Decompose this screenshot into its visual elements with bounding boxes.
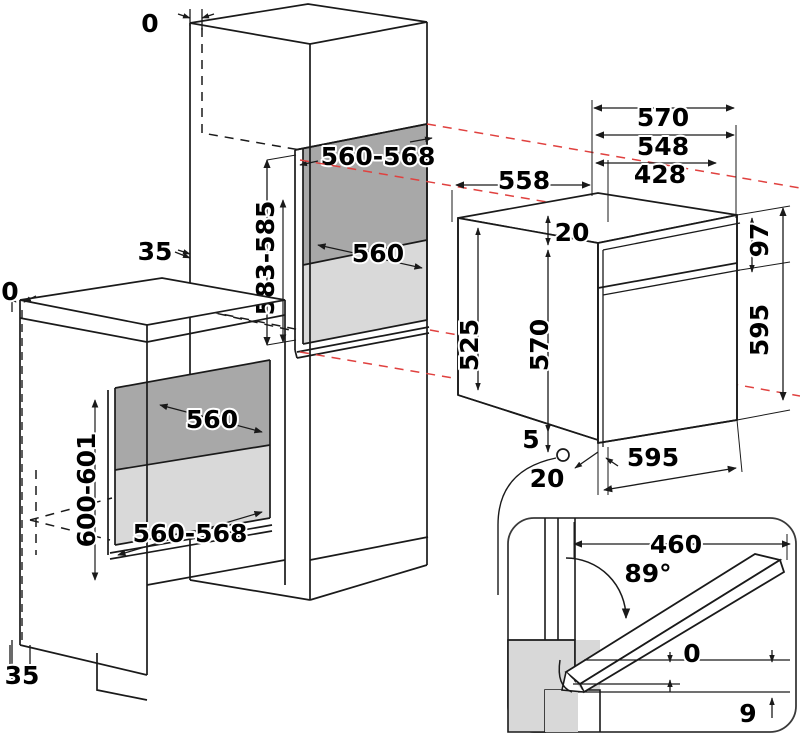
under-worktop-front-bot — [19, 317, 148, 343]
label-35-mid: 35 — [138, 237, 173, 266]
label-9-door: 9 — [739, 699, 756, 728]
label-460: 460 — [650, 530, 702, 559]
detail-door-slab-edge — [578, 558, 786, 694]
under-plinth-top — [146, 559, 286, 586]
oven-left-bottom — [457, 394, 599, 441]
tall-niche-top-edge — [294, 123, 428, 151]
oven-door-bottom-edge — [597, 419, 738, 444]
under-cabinet-bottom-left — [19, 644, 148, 676]
detail-door-hinge-tip — [561, 671, 585, 693]
oven-door-front — [597, 213, 738, 445]
detail-angle-arc — [565, 557, 631, 620]
label-428: 428 — [634, 160, 686, 189]
dim-595-ext-bot — [736, 409, 791, 421]
dim-595-bot-ext — [736, 419, 743, 473]
tall-cabinet-bottom-left — [189, 579, 311, 601]
dim-35-arrow — [174, 251, 191, 259]
label-600-601: 600-601 — [72, 433, 101, 548]
view-door-detail: 460 89° 0 9 — [507, 517, 797, 733]
under-plinth-recess — [96, 653, 148, 701]
label-595-bottom: 595 — [627, 443, 679, 472]
dim-560-depth — [317, 243, 423, 270]
label-558: 558 — [498, 166, 550, 195]
oven-fixing-hole-icon — [556, 448, 570, 462]
dim-zero-arrow-right — [201, 13, 215, 19]
tall-cabinet-hidden-upper — [201, 28, 301, 151]
label-560-lower: 560 — [186, 405, 238, 434]
tall-niche-lip-left — [294, 349, 298, 359]
dim-583-ext-top — [266, 154, 297, 161]
under-niche-top-edge — [114, 359, 271, 389]
under-counter-dimensions — [5, 292, 263, 682]
tall-niche-floor-front — [302, 319, 428, 345]
label-5-bottom: 5 — [522, 425, 539, 454]
dim-20-bottom-arr2 — [605, 457, 619, 467]
label-595-right: 595 — [745, 304, 774, 356]
under-niche-floor-back — [114, 444, 271, 471]
oven-panel-split-1 — [597, 262, 738, 289]
label-570-side: 570 — [525, 319, 554, 371]
dim-560568-arrow-r — [409, 136, 433, 143]
tall-cabinet-dimensions — [174, 9, 433, 346]
tall-niche-lip-2 — [296, 332, 430, 359]
label-35-bottom: 35 — [5, 661, 40, 690]
dim-560568-lower — [117, 510, 263, 557]
label-525: 525 — [455, 319, 484, 371]
label-20-top: 20 — [555, 218, 590, 247]
label-zero-lower-left: 0 — [1, 277, 18, 306]
label-560-568-lower: 560-568 — [133, 519, 248, 548]
tall-cabinet-plinth-top — [309, 536, 429, 561]
dim-20-bottom-arr — [574, 451, 599, 469]
dim-zero2-arr-l — [5, 295, 17, 303]
dim-560-lower — [159, 403, 263, 434]
label-zero-top-left: 0 — [141, 9, 158, 38]
dim-zero-arrow-left — [177, 13, 191, 19]
label-97: 97 — [745, 223, 774, 258]
oven-cable-leader — [497, 457, 557, 595]
under-worktop-right-bot — [146, 314, 286, 343]
detail-open-door — [558, 553, 786, 694]
label-0-door: 0 — [683, 639, 700, 668]
view-oven-unit — [457, 192, 741, 595]
oven-dimensions — [451, 100, 791, 495]
label-89-degrees: 89° — [624, 559, 671, 588]
label-548: 548 — [637, 132, 689, 161]
label-560-top: 560 — [352, 239, 404, 268]
oven-door-thk-1 — [602, 222, 741, 251]
tall-cabinet-bottom-right — [309, 564, 428, 601]
label-20-bottom: 20 — [530, 464, 565, 493]
dim-zero2-arr-r — [23, 295, 37, 303]
dim-595-bottom-line — [603, 465, 737, 493]
dim-560568-arrow-l — [299, 160, 319, 167]
detail-hinge-arc — [558, 659, 573, 693]
oven-panel-split-2 — [602, 269, 741, 296]
label-570-top: 570 — [637, 103, 689, 132]
tall-niche-lip-1 — [296, 326, 430, 353]
